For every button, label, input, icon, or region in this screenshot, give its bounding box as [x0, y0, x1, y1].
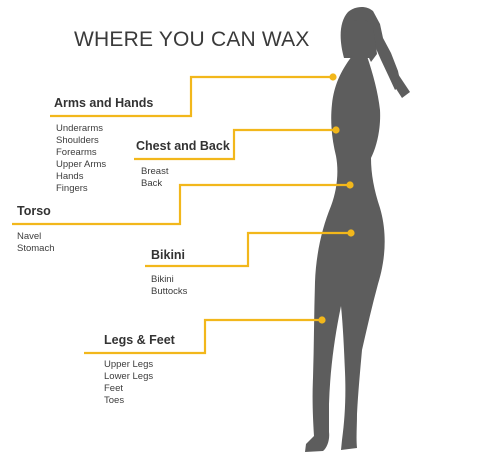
connector-dot-1 — [329, 73, 337, 81]
list-item: Underarms — [56, 123, 103, 134]
section-bikini-list: Bikini Buttocks — [151, 274, 187, 298]
list-item: Upper Arms — [56, 159, 107, 170]
list-item: Stomach — [17, 243, 55, 254]
list-item: Forearms — [56, 147, 97, 158]
list-item: Navel — [17, 231, 42, 242]
silhouette-hair — [347, 19, 377, 62]
list-item: Feet — [104, 383, 124, 394]
section-arms-and-hands-list: Underarms Shoulders Forearms Upper Arms … — [56, 123, 106, 195]
silhouette-elbow — [393, 74, 410, 98]
list-item: Fingers — [56, 183, 88, 194]
connector-line-4 — [145, 231, 351, 268]
list-item: Shoulders — [56, 135, 99, 146]
section-legs-and-feet-heading: Legs & Feet — [104, 333, 175, 347]
list-item: Upper Legs — [104, 359, 154, 370]
connector-line-2 — [134, 128, 336, 161]
connector-line-3 — [12, 183, 350, 226]
section-chest-and-back-list: Breast Back — [141, 166, 168, 190]
list-item: Breast — [141, 166, 169, 177]
list-item: Back — [141, 178, 163, 189]
connector-dot-3 — [346, 181, 354, 189]
section-torso-list: Navel Stomach — [17, 231, 55, 255]
list-item: Hands — [56, 171, 84, 182]
silhouette-body — [305, 56, 385, 452]
connector-line-1 — [50, 75, 333, 118]
section-chest-and-back-heading: Chest and Back — [136, 139, 230, 153]
section-legs-and-feet-list: Upper Legs Lower Legs Feet Toes — [104, 359, 153, 407]
section-bikini-heading: Bikini — [151, 248, 186, 262]
section-torso-heading: Torso — [17, 204, 51, 218]
connector-line-5 — [84, 318, 322, 355]
connector-dot-5 — [318, 316, 326, 324]
list-item: Lower Legs — [104, 371, 154, 382]
list-item: Buttocks — [151, 286, 188, 297]
list-item: Toes — [104, 395, 125, 406]
section-arms-and-hands-heading: Arms and Hands — [54, 96, 154, 110]
connector-dot-2 — [332, 126, 340, 134]
page-title: WHERE YOU CAN WAX — [74, 28, 310, 51]
connector-dot-4 — [347, 229, 355, 237]
list-item: Bikini — [151, 274, 174, 285]
